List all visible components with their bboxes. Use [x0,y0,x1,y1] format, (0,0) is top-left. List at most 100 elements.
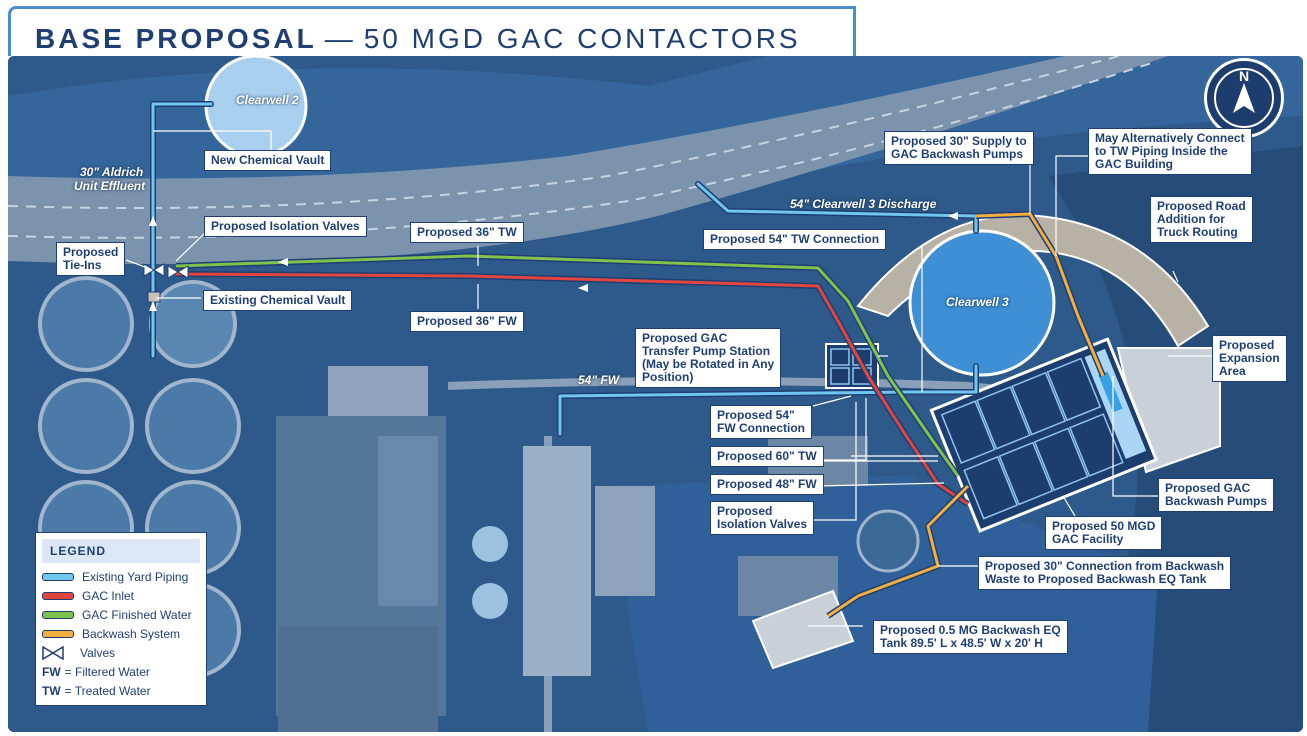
callout-eq-tank-line2: Tank 89.5' L x 48.5' W x 20' H [880,636,1043,650]
callout-alt-connect-line2: to TW Piping Inside the [1095,144,1228,158]
callout-pump-station: Proposed GAC Transfer Pump Station (May … [635,328,782,388]
legend-swatch-existing [42,572,74,581]
callout-pump-station-line1: Proposed GAC [642,331,728,345]
callout-backwash-pumps-line2: Backwash Pumps [1165,494,1268,508]
callout-road-addition: Proposed Road Addition for Truck Routing [1150,196,1253,243]
callout-backwash-conn-line2: Waste to Proposed Backwash EQ Tank [985,572,1207,586]
callout-fw48: Proposed 48" FW [710,474,824,495]
callout-isolation-valves-bottom: Proposed Isolation Valves [710,501,815,535]
callout-tw60: Proposed 60" TW [710,446,824,467]
legend-label-backwash: Backwash System [82,626,181,641]
callout-road-line3: Truck Routing [1157,225,1238,239]
legend-label-valves: Valves [80,645,116,660]
callout-iso-valves-line2: Isolation Valves [717,517,808,531]
legend-row-tw: TW = Treated Water [36,681,206,700]
callout-expansion-line2: Expansion [1219,351,1280,365]
north-arrow: N [1204,58,1284,138]
title-separator: — [324,23,356,54]
clearwell-2-label: Clearwell 2 [236,93,299,107]
legend-tw-abbr: TW [42,683,61,698]
callout-eq-tank-line1: Proposed 0.5 MG Backwash EQ [880,623,1061,637]
highway [8,56,1168,264]
callout-gac-facility-line2: GAC Facility [1052,532,1124,546]
clearwell-3-label: Clearwell 3 [946,295,1009,309]
legend-swatch-backwash [42,629,74,638]
callout-iso-valves-line1: Proposed [717,504,773,518]
callout-eq-tank: Proposed 0.5 MG Backwash EQ Tank 89.5' L… [873,620,1068,654]
aerial-map: Clearwell 2 Clearwell 3 30" Aldrich Unit… [8,56,1303,732]
title-rest: 50 MGD GAC CONTACTORS [363,23,801,54]
callout-supply30-line1: Proposed 30" Supply to [891,134,1027,148]
callout-backwash-pumps: Proposed GAC Backwash Pumps [1158,478,1275,512]
clearwell-3-discharge-label: 54" Clearwell 3 Discharge [790,197,937,211]
callout-gac-facility-line1: Proposed 50 MGD [1052,519,1156,533]
legend-label-gac-inlet: GAC Inlet [82,588,135,603]
callout-pump-station-line3: (May be Rotated in Any [642,357,775,371]
valve-icon [42,645,64,660]
legend-label-existing: Existing Yard Piping [82,569,189,584]
callout-backwash-conn-line1: Proposed 30" Connection from Backwash [985,559,1225,573]
callout-fw54-connection-line1: Proposed 54" [717,408,795,422]
callout-expansion-line3: Area [1219,364,1246,378]
proposed-gac-facility [929,337,1159,533]
callout-tie-ins-line1: Proposed [63,245,119,259]
callout-existing-chemical-vault: Existing Chemical Vault [203,290,353,311]
callout-expansion-line1: Proposed [1219,338,1275,352]
legend-row-valves: Valves [36,643,206,662]
aldrich-label-line1: 30" Aldrich [80,165,144,179]
callout-expansion-area: Proposed Expansion Area [1212,335,1287,382]
callout-supply30-line2: GAC Backwash Pumps [891,147,1024,161]
callout-pump-station-line4: Position) [642,370,694,384]
callout-pump-station-line2: Transfer Pump Station [642,344,771,358]
callout-road-line1: Proposed Road [1157,199,1246,213]
fw54-label: 54" FW [578,373,620,387]
page-title: BASE PROPOSAL—50 MGD GAC CONTACTORS [35,23,801,55]
legend-label-finished: GAC Finished Water [82,607,192,622]
callout-proposed-isolation-valves-top: Proposed Isolation Valves [204,216,367,237]
tie-in-valves [143,263,189,279]
callout-backwash-connection: Proposed 30" Connection from Backwash Wa… [978,556,1232,590]
legend-row-existing: Existing Yard Piping [36,567,206,586]
callout-tie-ins-line2: Tie-Ins [63,258,102,272]
clearwell-3-tank [908,229,1056,377]
callout-tw36: Proposed 36" TW [410,222,524,243]
callout-fw54-connection: Proposed 54" FW Connection [710,405,812,439]
callout-alt-connect-line3: GAC Building [1095,157,1173,171]
legend-row-fw: FW = Filtered Water [36,662,206,681]
existing-chemical-vault-marker [147,291,161,303]
callout-gac-facility: Proposed 50 MGD GAC Facility [1045,516,1163,550]
plant-buildings [276,366,920,732]
legend-swatch-finished [42,610,74,619]
callout-leaders [125,130,1213,627]
callout-new-chemical-vault: New Chemical Vault [204,150,332,171]
map-legend: LEGEND Existing Yard Piping GAC Inlet GA… [35,532,207,706]
existing-yard-piping [150,101,979,437]
title-banner: BASE PROPOSAL—50 MGD GAC CONTACTORS [8,6,856,56]
gac-inlet-pipe [175,272,969,506]
callout-alt-connect-line1: May Alternatively Connect [1095,131,1245,145]
legend-tw-def: = Treated Water [64,683,151,698]
legend-row-gac-inlet: GAC Inlet [36,586,206,605]
legend-fw-abbr: FW [42,664,61,679]
gac-finished-water-pipe [175,254,960,477]
legend-row-backwash: Backwash System [36,624,206,643]
aldrich-label-line2: Unit Effluent [74,179,146,193]
callout-fw54-connection-line2: FW Connection [717,421,805,435]
compass-letter: N [1239,68,1249,84]
legend-swatch-gac-inlet [42,591,74,600]
lawn-south [608,476,1158,732]
legend-fw-def: = Filtered Water [64,664,150,679]
highway-lane-marking [8,56,1124,209]
legend-heading: LEGEND [42,539,200,563]
callout-road-line2: Addition for [1157,212,1225,226]
callout-tie-ins: Proposed Tie-Ins [56,242,126,276]
callout-tw54-connection: Proposed 54" TW Connection [703,229,887,250]
compass-icon: N [1214,68,1274,128]
flow-arrows [149,212,958,311]
title-bold: BASE PROPOSAL [35,23,317,54]
legend-row-finished: GAC Finished Water [36,605,206,624]
callout-backwash-pumps-line1: Proposed GAC [1165,481,1251,495]
backwash-eq-tank [751,589,855,670]
callout-supply30: Proposed 30" Supply to GAC Backwash Pump… [884,131,1034,165]
